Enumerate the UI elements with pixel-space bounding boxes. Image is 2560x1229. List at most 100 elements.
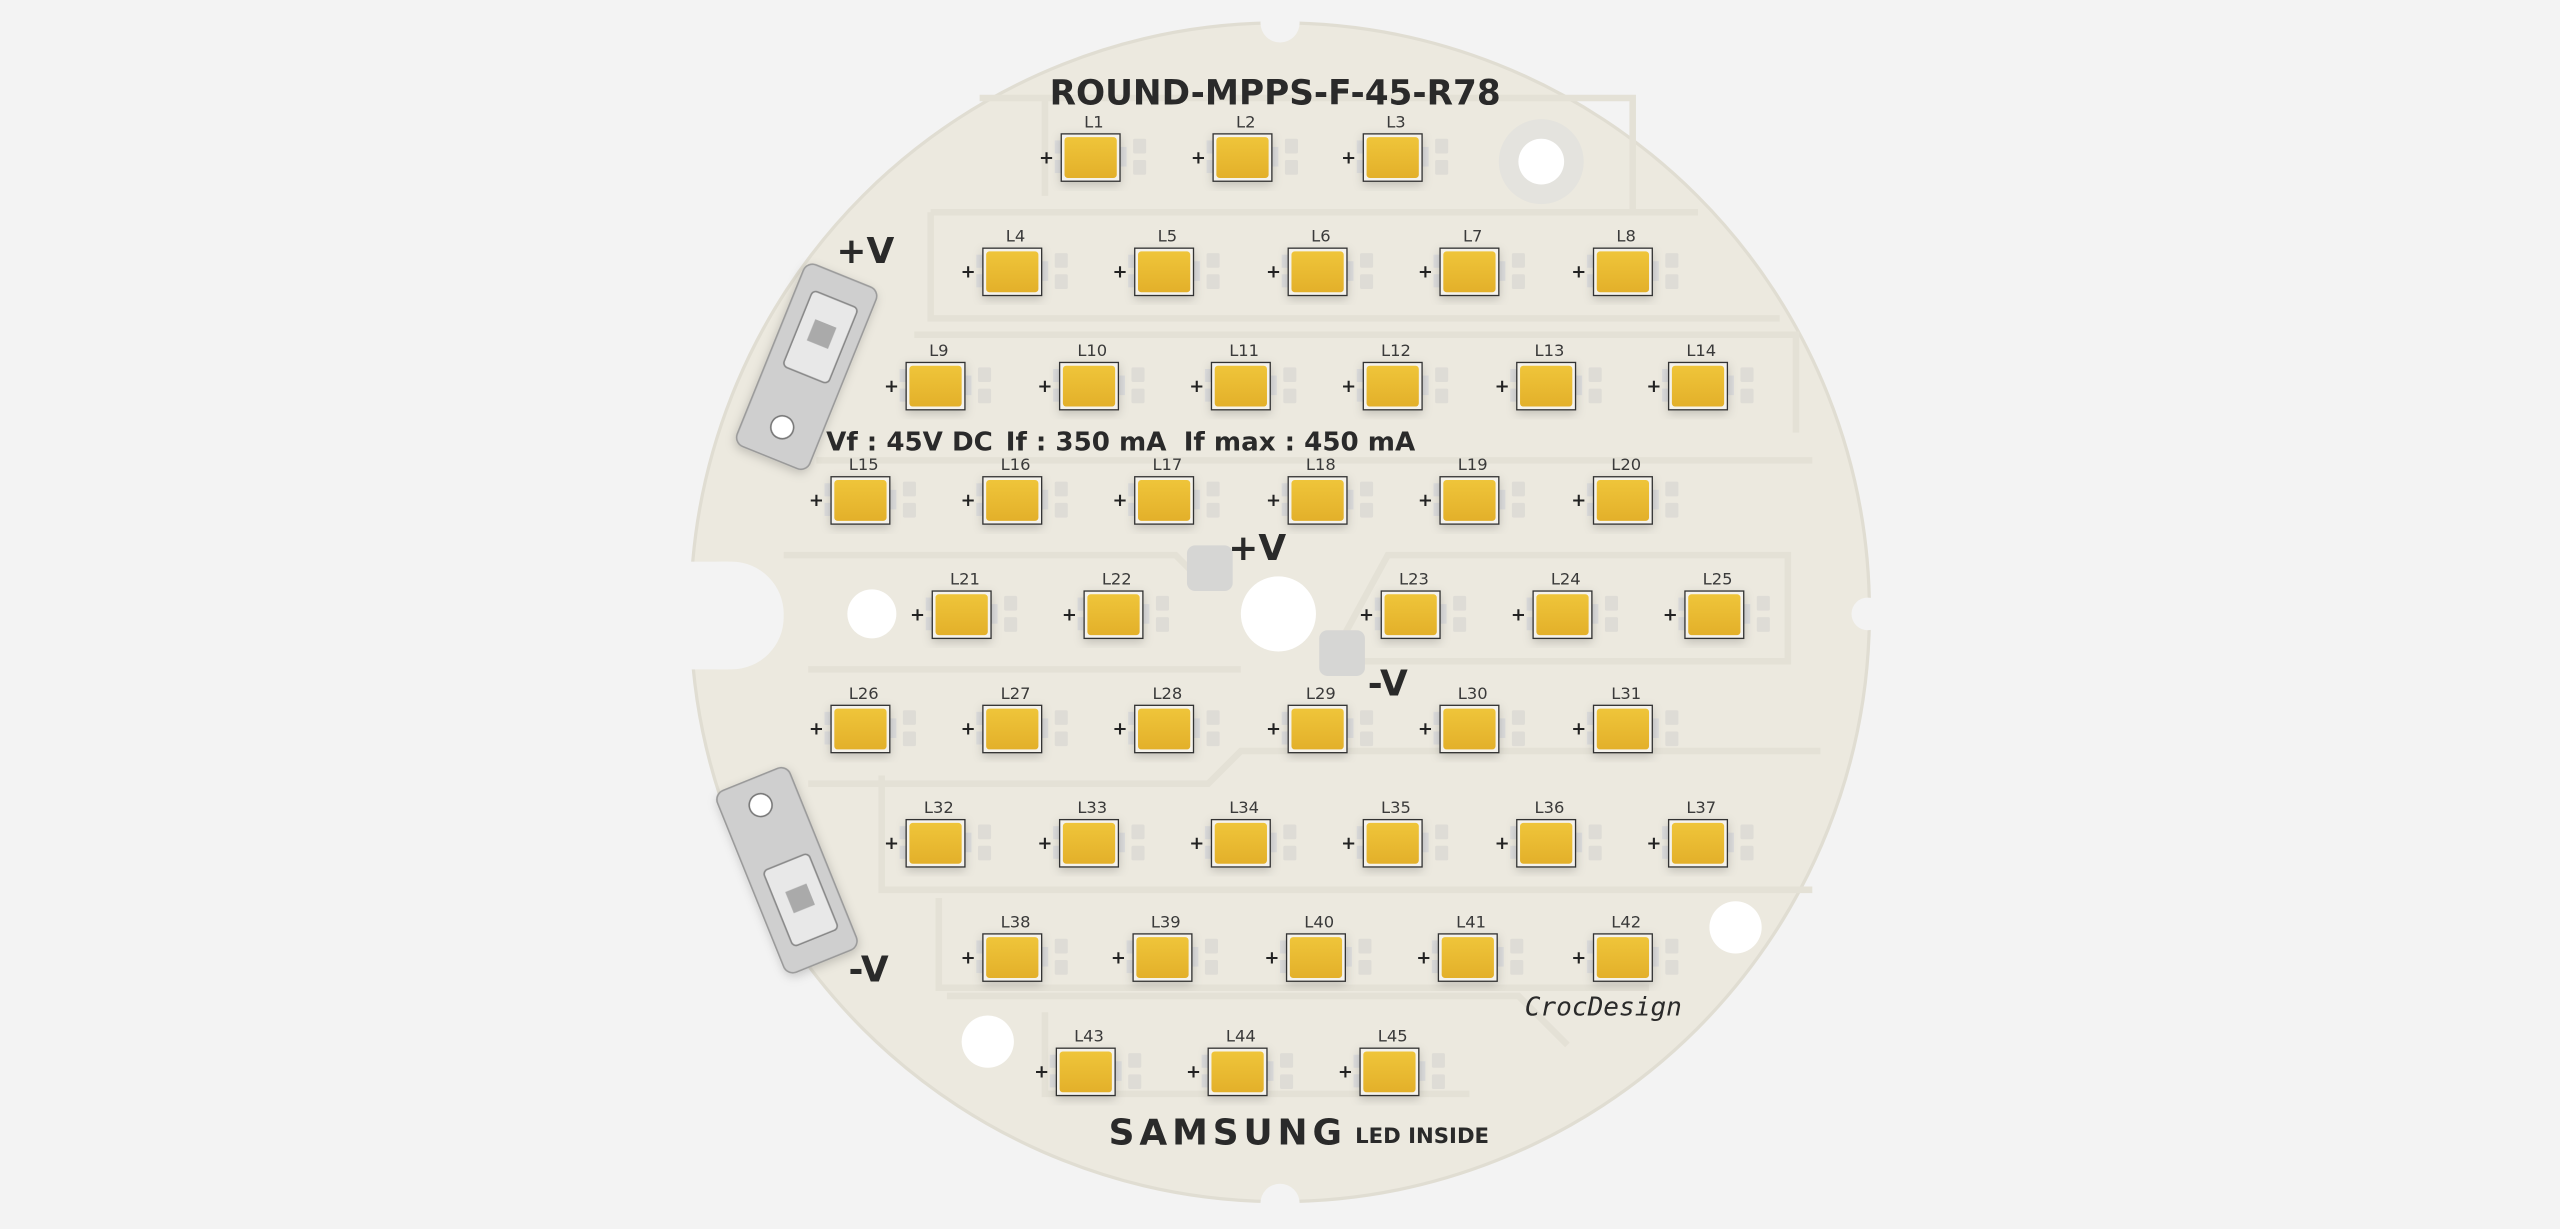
led-label: L14 <box>1686 341 1716 360</box>
led-phosphor <box>1443 708 1496 750</box>
led-label: L35 <box>1381 798 1411 817</box>
led-phosphor <box>1596 937 1650 978</box>
polarity-mark: + <box>1113 262 1128 283</box>
led-l7: L7+ <box>1418 227 1525 297</box>
spec-if-max: If max : 450 mA <box>1184 428 1416 458</box>
polarity-mark: + <box>1511 604 1526 625</box>
led-l9: L9+ <box>884 341 992 411</box>
spec-vf: Vf : 45V DC <box>826 428 993 458</box>
polarity-mark: + <box>1266 719 1281 740</box>
led-array: L1+L2+L3+L4+L5+L6+L7+L8+L9+L10+L11+L12+L… <box>809 112 1770 1097</box>
polarity-mark: + <box>1571 262 1586 283</box>
led-label: L3 <box>1386 112 1405 131</box>
led-label: L33 <box>1077 798 1107 817</box>
led-l44: L44+ <box>1186 1027 1294 1097</box>
led-label: L9 <box>929 341 948 360</box>
led-label: L28 <box>1152 684 1182 703</box>
connector-plus <box>735 263 878 471</box>
led-phosphor <box>1688 594 1741 636</box>
led-phosphor <box>1137 480 1191 521</box>
led-phosphor <box>1289 937 1343 978</box>
led-label: L17 <box>1152 455 1182 474</box>
led-phosphor <box>1520 365 1573 407</box>
led-phosphor <box>834 708 887 750</box>
led-l27: L27+ <box>961 684 1068 754</box>
polarity-mark: + <box>961 262 976 283</box>
terminal-plus-label: +V <box>836 231 894 272</box>
led-label: L12 <box>1381 341 1411 360</box>
led-phosphor <box>1137 708 1191 750</box>
led-l21: L21+ <box>910 570 1018 640</box>
led-label: L2 <box>1236 112 1255 131</box>
polarity-mark: + <box>1191 147 1206 168</box>
led-phosphor <box>1291 251 1344 293</box>
brand-logo: SAMSUNG <box>1109 1113 1347 1154</box>
led-phosphor <box>1520 822 1573 864</box>
led-phosphor <box>1291 708 1344 750</box>
led-l11: L11 + <box>1189 341 1297 411</box>
led-l22: L22+ <box>1062 570 1170 640</box>
led-phosphor <box>1536 594 1589 636</box>
terminal-minus-label: -V <box>849 949 889 990</box>
led-label: L26 <box>849 684 879 703</box>
led-label: L10 <box>1077 341 1107 360</box>
led-label: L23 <box>1399 570 1429 589</box>
polarity-mark: + <box>1266 262 1281 283</box>
led-l32: L32+ <box>884 798 992 868</box>
polarity-mark: + <box>961 719 976 740</box>
polarity-mark: + <box>809 490 824 511</box>
led-label: L34 <box>1229 798 1259 817</box>
polarity-mark: + <box>1418 262 1433 283</box>
polarity-mark: + <box>961 490 976 511</box>
led-l29: L29+ <box>1266 684 1374 754</box>
led-l14: L14 + <box>1646 341 1754 411</box>
led-phosphor <box>1384 594 1437 636</box>
polarity-mark: + <box>884 833 899 854</box>
led-l16: L16+ <box>961 455 1068 525</box>
mounting-hole <box>961 1015 1014 1068</box>
led-phosphor <box>1596 708 1650 750</box>
led-phosphor <box>1136 937 1189 978</box>
led-phosphor <box>834 480 887 521</box>
led-phosphor <box>1363 1051 1416 1093</box>
designer-mark: CrocDesign <box>1525 993 1682 1023</box>
led-label: L18 <box>1306 455 1336 474</box>
top-notch <box>1260 3 1300 43</box>
led-l42: L42+ <box>1571 912 1679 982</box>
led-label: L11 <box>1229 341 1259 360</box>
led-label: L37 <box>1686 798 1716 817</box>
led-l15: L15+ <box>809 455 916 525</box>
led-phosphor <box>1596 251 1650 293</box>
led-l5: L5+ <box>1113 227 1220 297</box>
led-label: L31 <box>1611 684 1641 703</box>
led-l30: L30+ <box>1418 684 1525 754</box>
led-label: L39 <box>1151 912 1181 931</box>
led-phosphor <box>1087 594 1140 636</box>
copper-traces <box>783 94 1821 1098</box>
led-label: L25 <box>1703 570 1733 589</box>
polarity-mark: + <box>1338 1062 1353 1083</box>
led-phosphor <box>1366 137 1419 178</box>
led-label: L44 <box>1226 1027 1256 1046</box>
led-l1: L1+ <box>1039 112 1147 182</box>
led-l41: L41+ <box>1416 912 1524 982</box>
led-phosphor <box>986 937 1039 978</box>
led-l23: L23+ <box>1359 570 1467 640</box>
board-title: ROUND-MPPS-F-45-R78 <box>1050 73 1501 113</box>
polarity-mark: + <box>1189 833 1204 854</box>
led-l8: L8+ <box>1571 227 1679 297</box>
led-label: L1 <box>1084 112 1103 131</box>
center-hole <box>1240 576 1316 652</box>
polarity-mark: + <box>1189 376 1204 397</box>
led-l17: L17+ <box>1113 455 1220 525</box>
polarity-mark: + <box>809 719 824 740</box>
led-label: L24 <box>1551 570 1581 589</box>
led-phosphor <box>1366 822 1419 864</box>
led-label: L42 <box>1611 912 1641 931</box>
led-l6: L6+ <box>1266 227 1374 297</box>
polarity-mark: + <box>1646 376 1661 397</box>
led-phosphor <box>1443 251 1496 293</box>
brand-suffix: LED INSIDE <box>1355 1124 1489 1149</box>
led-phosphor <box>1064 137 1117 178</box>
